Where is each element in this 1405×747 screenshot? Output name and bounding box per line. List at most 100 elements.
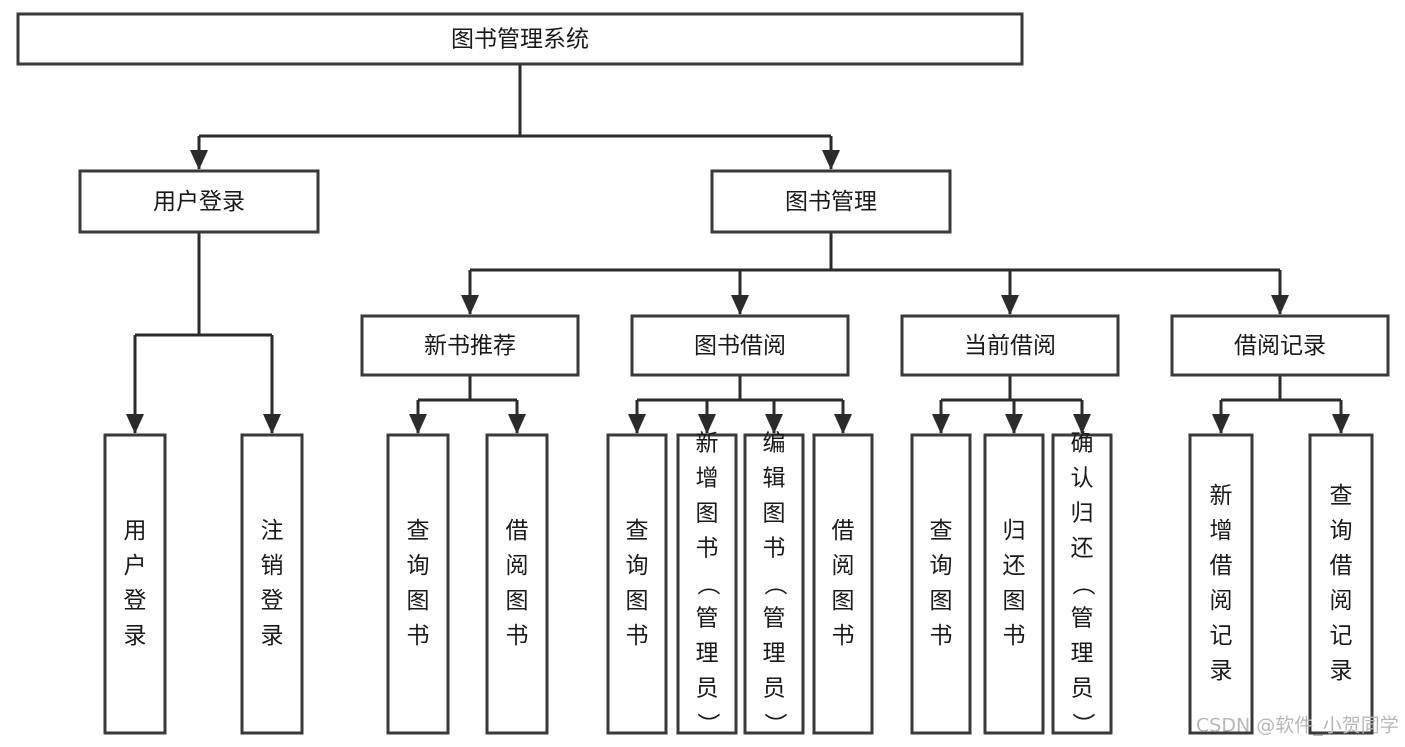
arrow-head-icon-borrow-record [1271, 295, 1289, 315]
node-box-leaf-add-borrow-record[interactable] [1188, 433, 1254, 735]
svg-text:新: 新 [1210, 483, 1233, 509]
svg-text:图: 图 [407, 588, 430, 614]
svg-text:员: 员 [696, 676, 719, 702]
svg-text:书: 书 [930, 623, 953, 649]
node-book-management[interactable]: 图书管理 [710, 169, 952, 234]
node-box-leaf-edit-book-admin[interactable] [743, 433, 805, 735]
arrow-head-icon-user-login [190, 150, 208, 170]
svg-text:（: （ [695, 573, 721, 596]
arrow-head-icon-leaf-borrow-book [834, 414, 852, 434]
svg-text:户: 户 [124, 553, 147, 579]
node-box-root[interactable] [16, 12, 1024, 66]
svg-text:还: 还 [1003, 553, 1026, 579]
svg-text:员: 员 [763, 676, 786, 702]
node-box-leaf-confirm-return-admin[interactable] [1051, 433, 1113, 735]
node-label-new-book-recommend: 新书推荐 [424, 333, 516, 359]
svg-text:借: 借 [1210, 553, 1233, 579]
svg-text:阅: 阅 [832, 553, 855, 579]
node-root[interactable]: 图书管理系统 [16, 12, 1024, 66]
svg-text:查: 查 [626, 518, 649, 544]
svg-text:销: 销 [261, 553, 284, 579]
arrow-head-icon-leaf-add-book-admin [698, 414, 716, 434]
node-current-borrow[interactable]: 当前借阅 [900, 314, 1120, 377]
node-box-book-borrow[interactable] [630, 314, 850, 377]
node-box-leaf-user-logout[interactable] [240, 433, 304, 735]
svg-text:认: 认 [1071, 466, 1094, 492]
node-box-leaf-return-book[interactable] [983, 433, 1045, 735]
svg-text:图: 图 [930, 588, 953, 614]
svg-text:登: 登 [261, 588, 284, 614]
svg-text:书: 书 [626, 623, 649, 649]
svg-text:图: 图 [763, 501, 786, 527]
node-borrow-record[interactable]: 借阅记录 [1170, 314, 1390, 377]
node-label-leaf-user-login: 用户登录 [124, 518, 147, 649]
svg-text:借: 借 [832, 518, 855, 544]
svg-text:理: 理 [763, 641, 786, 667]
svg-text:书: 书 [407, 623, 430, 649]
svg-text:归: 归 [1003, 518, 1026, 544]
node-label-book-management: 图书管理 [785, 189, 877, 215]
svg-text:书: 书 [832, 623, 855, 649]
node-box-leaf-query-book-recommend[interactable] [386, 433, 450, 735]
svg-text:阅: 阅 [1330, 588, 1353, 614]
svg-text:阅: 阅 [1210, 588, 1233, 614]
svg-text:注: 注 [261, 518, 284, 544]
node-leaf-user-login[interactable]: 用户登录 [103, 433, 167, 735]
node-box-leaf-query-book-borrow[interactable] [606, 433, 668, 735]
node-box-borrow-record[interactable] [1170, 314, 1390, 377]
node-box-user-login[interactable] [78, 169, 320, 234]
arrow-head-icon-leaf-edit-book-admin [765, 414, 783, 434]
svg-text:辑: 辑 [763, 466, 786, 492]
nodes-layer: 图书管理系统用户登录图书管理新书推荐图书借阅当前借阅借阅记录用户登录注销登录查询… [16, 12, 1390, 736]
svg-text:书: 书 [1003, 623, 1026, 649]
svg-text:管: 管 [1071, 606, 1094, 632]
svg-text:询: 询 [626, 553, 649, 579]
node-new-book-recommend[interactable]: 新书推荐 [360, 314, 580, 377]
node-user-login[interactable]: 用户登录 [78, 169, 320, 234]
node-box-leaf-add-book-admin[interactable] [676, 433, 738, 735]
node-label-current-borrow: 当前借阅 [964, 333, 1056, 359]
svg-text:理: 理 [1071, 641, 1094, 667]
svg-text:管: 管 [696, 606, 719, 632]
node-box-leaf-query-book-current[interactable] [910, 433, 972, 735]
arrow-head-icon-leaf-user-logout [263, 414, 281, 434]
svg-text:）: ） [695, 713, 721, 736]
node-box-leaf-borrow-book-recommend[interactable] [485, 433, 549, 735]
node-label-root: 图书管理系统 [451, 27, 589, 53]
svg-text:书: 书 [506, 623, 529, 649]
node-label-borrow-record: 借阅记录 [1234, 333, 1326, 359]
svg-text:询: 询 [1330, 518, 1353, 544]
node-box-book-management[interactable] [710, 169, 952, 234]
node-box-leaf-query-borrow-record[interactable] [1308, 433, 1374, 735]
connectors-layer [126, 64, 1350, 434]
svg-text:图: 图 [696, 501, 719, 527]
svg-text:归: 归 [1071, 501, 1094, 527]
node-box-current-borrow[interactable] [900, 314, 1120, 377]
svg-text:查: 查 [407, 518, 430, 544]
node-box-new-book-recommend[interactable] [360, 314, 580, 377]
node-book-borrow[interactable]: 图书借阅 [630, 314, 850, 377]
svg-text:图: 图 [1003, 588, 1026, 614]
node-box-leaf-borrow-book[interactable] [812, 433, 874, 735]
arrow-head-icon-leaf-borrow-book-recommend [508, 414, 526, 434]
node-box-leaf-user-login[interactable] [103, 433, 167, 735]
